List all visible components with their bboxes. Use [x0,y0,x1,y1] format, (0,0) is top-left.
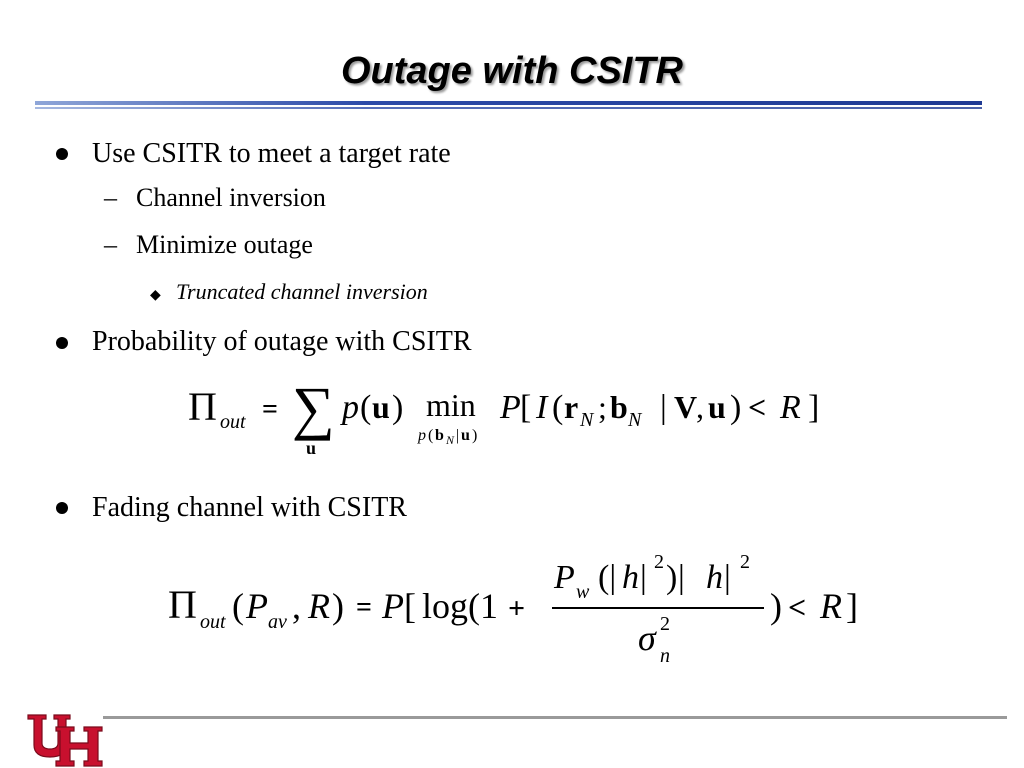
R-symbol: R [779,389,801,426]
formula-fading-outage: Π out ( P av , R ) = P [ log(1 + P w (| … [168,552,858,667]
P-symbol: P [245,586,268,626]
r-symbol: r [564,389,578,425]
numerator-h: h [622,559,639,596]
bullet-dot [56,337,68,349]
footer-rule [103,716,1007,719]
V-symbol: V [674,389,697,425]
subitem-text: Channel inversion [136,183,326,212]
equals-sign: = [356,592,372,623]
university-logo [27,714,103,767]
semicolon: ; [598,389,607,425]
numerator-bar: | [640,559,647,596]
plus-sign: + [508,592,525,625]
denominator-n: n [660,645,670,667]
bullet-text: Fading channel with CSITR [92,492,407,523]
numerator-close: ) [666,559,677,596]
less-than: < [748,389,766,425]
u-symbol-2: u [708,389,726,425]
log-function: log(1 [422,586,498,626]
R-symbol: R [307,586,330,626]
rparen-2: ) [770,586,782,626]
P-subscript: av [268,611,287,633]
subitem-text: Minimize outage [136,230,313,259]
min-sub-lparen: ( [428,427,433,444]
lparen: ( [360,389,371,426]
formula-outage-probability: Π out = ∑ u p ( u ) min p ( b N | u ) P … [188,375,819,458]
equals-sign: = [262,394,278,425]
pi-symbol: Π [168,582,197,627]
numerator-bar-3: | [724,559,731,596]
rparen: ) [332,586,344,626]
min-sub-p: p [417,427,426,444]
dash-marker: – [104,230,117,259]
min-sub-b: b [435,427,444,444]
rbracket: ] [808,389,819,426]
numerator-bar-2: | [678,559,685,596]
min-sub-rparen: ) [472,427,477,444]
lparen: ( [552,389,563,426]
comma: , [696,389,704,425]
min-sub-bar: | [456,427,459,444]
summation-symbol: ∑ [292,375,335,441]
bullet-text: Probability of outage with CSITR [92,326,472,357]
min-operator: min [426,387,476,423]
pi-subscript: out [200,611,226,633]
lparen: ( [232,586,244,626]
less-than: < [788,589,806,625]
comma: , [292,586,301,626]
bullet-dot [56,148,68,160]
denominator-square: 2 [660,613,670,635]
u-symbol: u [372,389,390,425]
numerator-h-2: h [706,559,723,596]
bar-symbol: | [660,389,667,426]
P-symbol: P [499,389,521,426]
pi-symbol: Π [188,384,217,429]
r-subscript: N [579,409,595,431]
dash-marker: – [104,183,117,212]
diamond-icon: ◆ [150,288,161,303]
summation-subscript: u [306,438,316,458]
subsubitem-text: Truncated channel inversion [176,279,428,304]
title-underline [35,101,982,109]
lbracket: [ [404,586,416,626]
numerator-open: (| [598,559,616,596]
bullet-dot [56,502,68,514]
bullet-text: Use CSITR to meet a target rate [92,138,451,169]
slide-title: Outage with CSITR [341,50,683,92]
numerator-P: P [553,559,575,596]
b-subscript: N [627,409,643,431]
rbracket: ] [846,586,858,626]
min-sub-u: u [461,427,470,444]
denominator-sigma: σ [638,618,657,658]
P-symbol-2: P [381,586,404,626]
rparen-2: ) [730,389,741,426]
pi-subscript: out [220,411,246,433]
p-symbol: p [340,389,359,426]
b-symbol: b [610,389,628,425]
numerator-square-2: 2 [740,552,750,573]
numerator-square: 2 [654,552,664,573]
min-sub-N: N [445,433,455,447]
R-symbol-2: R [819,586,842,626]
numerator-P-subscript: w [576,581,590,603]
I-symbol: I [535,389,549,426]
lbracket: [ [520,389,531,426]
rparen: ) [392,389,403,426]
